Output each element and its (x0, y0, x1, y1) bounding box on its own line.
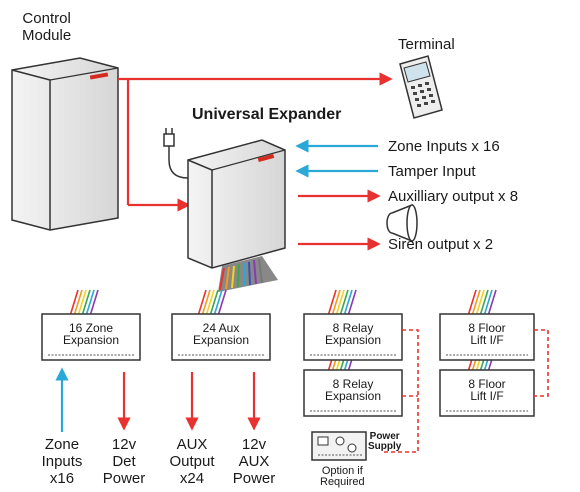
universal-expander-label: Universal Expander (192, 106, 342, 123)
power-supply-label: Power Supply (368, 432, 401, 452)
bottom-aux-power-line3: Power (232, 470, 276, 487)
tamper-input-label: Tamper Input (388, 163, 476, 180)
bottom-aux-output-line1: AUX (176, 436, 208, 453)
terminal-keypad-icon (399, 55, 443, 119)
option-line1: Option if (321, 465, 363, 477)
relay-expansion-1-label: 8 Relay Expansion (304, 322, 402, 346)
power-supply-line2: Supply (368, 441, 402, 452)
bottom-aux-power-label: 12v AUX Power (224, 436, 284, 487)
zone-expansion-line1: 16 Zone (68, 321, 114, 335)
bottom-zone-inputs-label: Zone Inputs x16 (32, 436, 92, 487)
power-supply-board-icon (311, 431, 367, 461)
option-line2: Required (320, 476, 365, 488)
dashed-chain-links (384, 329, 549, 453)
floor-lift-2-label: 8 Floor Lift I/F (440, 378, 534, 402)
floor-lift-2-line2: Lift I/F (470, 389, 504, 403)
bottom-aux-output-line2: Output (169, 453, 215, 470)
option-if-required-label: Option if Required (320, 466, 365, 488)
siren-output-label: Siren output x 2 (388, 236, 494, 253)
relay-expansion-1-line2: Expansion (324, 333, 382, 347)
board-terminal-strips (48, 354, 528, 412)
bottom-aux-output-label: AUX Output x24 (162, 436, 222, 487)
bottom-det-power-label: 12v Det Power (94, 436, 154, 487)
power-supply-line1: Power (369, 431, 400, 442)
floor-lift-2-line1: 8 Floor (468, 377, 506, 391)
control-module-label-line1: Control (22, 10, 71, 27)
relay-expansion-2-label: 8 Relay Expansion (304, 378, 402, 402)
floor-lift-1-line2: Lift I/F (470, 333, 504, 347)
aux-expansion-label: 24 Aux Expansion (172, 322, 270, 346)
siren-speaker-icon (386, 203, 418, 243)
relay-expansion-2-line2: Expansion (324, 389, 382, 403)
bottom-det-power-line3: Power (102, 470, 146, 487)
relay-expansion-2-line1: 8 Relay (332, 377, 374, 391)
power-plug-icon (163, 128, 189, 179)
zone-expansion-label: 16 Zone Expansion (42, 322, 140, 346)
terminal-label: Terminal (398, 36, 455, 53)
link-control-to-terminal (118, 72, 393, 212)
zone-expansion-line2: Expansion (62, 333, 120, 347)
control-module-icon (11, 57, 119, 231)
zone-inputs-label: Zone Inputs x 16 (388, 138, 500, 155)
control-module-label: Control Module (22, 10, 71, 44)
relay-expansion-1-line1: 8 Relay (332, 321, 374, 335)
module-boards (41, 313, 535, 417)
bottom-aux-output-line3: x24 (179, 470, 205, 487)
bottom-aux-power-line2: AUX (238, 453, 270, 470)
ribbon-cable-icon (218, 256, 278, 292)
bottom-zone-inputs-line1: Zone (44, 436, 80, 453)
bottom-det-power-line2: Det (112, 453, 136, 470)
aux-output-label: Auxilliary output x 8 (388, 188, 519, 205)
expander-enclosure-icon (187, 139, 286, 269)
aux-expansion-line1: 24 Aux (202, 321, 240, 335)
bottom-zone-inputs-line2: Inputs (41, 453, 83, 470)
bottom-det-power-line1: 12v (111, 436, 137, 453)
floor-lift-1-line1: 8 Floor (468, 321, 506, 335)
bottom-aux-power-line1: 12v (241, 436, 267, 453)
floor-lift-1-label: 8 Floor Lift I/F (440, 322, 534, 346)
bottom-zone-inputs-line3: x16 (49, 470, 75, 487)
control-module-label-line2: Module (22, 27, 72, 44)
aux-expansion-line2: Expansion (192, 333, 250, 347)
